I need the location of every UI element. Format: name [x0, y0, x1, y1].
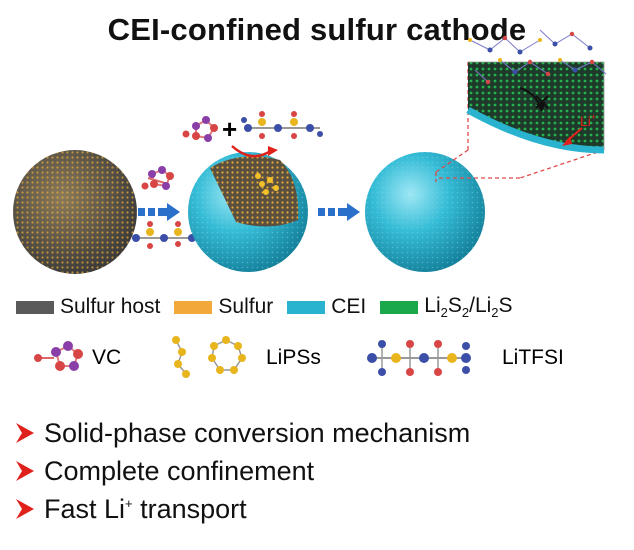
incoming-vc-molecule [141, 166, 174, 190]
legend-row-materials: Sulfur host Sulfur CEI Li2S2/Li2S [16, 294, 513, 320]
bullet-arrow-icon [16, 461, 34, 481]
bullet-arrow-icon [16, 423, 34, 443]
legend-label-li2s: Li2S2/Li2S [424, 294, 513, 321]
sulfur-host-sphere [13, 150, 137, 274]
legend-item-sulfur-host: Sulfur host [16, 295, 160, 319]
cei-interface-inset: Li+ [466, 29, 607, 154]
confined-sphere [365, 152, 485, 272]
bullet-item: Fast Li+ transport [14, 490, 470, 528]
reaction-arrowhead [268, 146, 278, 156]
legend-label-sulfur: Sulfur [218, 295, 274, 319]
li-ion-label: Li+ [580, 112, 596, 129]
bullet-text: Fast Li+ transport [44, 493, 247, 524]
legend-label-cei: CEI [331, 295, 367, 319]
bullet-arrow-icon [16, 499, 34, 519]
surface-litfsi-molecule [241, 111, 323, 139]
incoming-litfsi-molecule [132, 221, 196, 249]
bullet-text: Complete confinement [44, 455, 315, 486]
bullet-text: Solid-phase conversion mechanism [44, 417, 471, 448]
legend-item-cei: CEI [287, 295, 366, 319]
sulfur-host-swatch [16, 300, 54, 314]
arrow-step-2 [318, 203, 360, 221]
surface-vc-molecule [182, 116, 218, 142]
legend-label-sulfur-host: Sulfur host [60, 295, 161, 319]
diagram-svg: + [13, 29, 607, 274]
legend-label-vc: VC [92, 346, 121, 369]
page-title: CEI-confined sulfur cathode [107, 12, 527, 47]
litfsi-molecule-icon [367, 340, 471, 376]
lipss-atoms [172, 336, 246, 378]
bullet-item: Solid-phase conversion mechanism [14, 414, 470, 452]
bullet-item: Complete confinement [14, 452, 470, 490]
cei-coated-sphere [188, 152, 308, 272]
li2s-swatch [380, 300, 419, 314]
legend-row-molecules: VC LiPSs LiTFSI [34, 336, 564, 378]
cei-swatch [287, 300, 326, 314]
arrow-step-1 [138, 203, 180, 221]
legend-item-sulfur: Sulfur [174, 295, 273, 319]
legend-label-lipss: LiPSs [266, 346, 321, 369]
plus-sign: + [222, 114, 237, 144]
vc-molecule-icon [34, 341, 83, 371]
sulfur-swatch [174, 300, 213, 314]
legend-label-litfsi: LiTFSI [502, 346, 564, 369]
feature-bullets: Solid-phase conversion mechanism Complet… [14, 414, 470, 528]
legend-item-li2s: Li2S2/Li2S [380, 294, 513, 321]
